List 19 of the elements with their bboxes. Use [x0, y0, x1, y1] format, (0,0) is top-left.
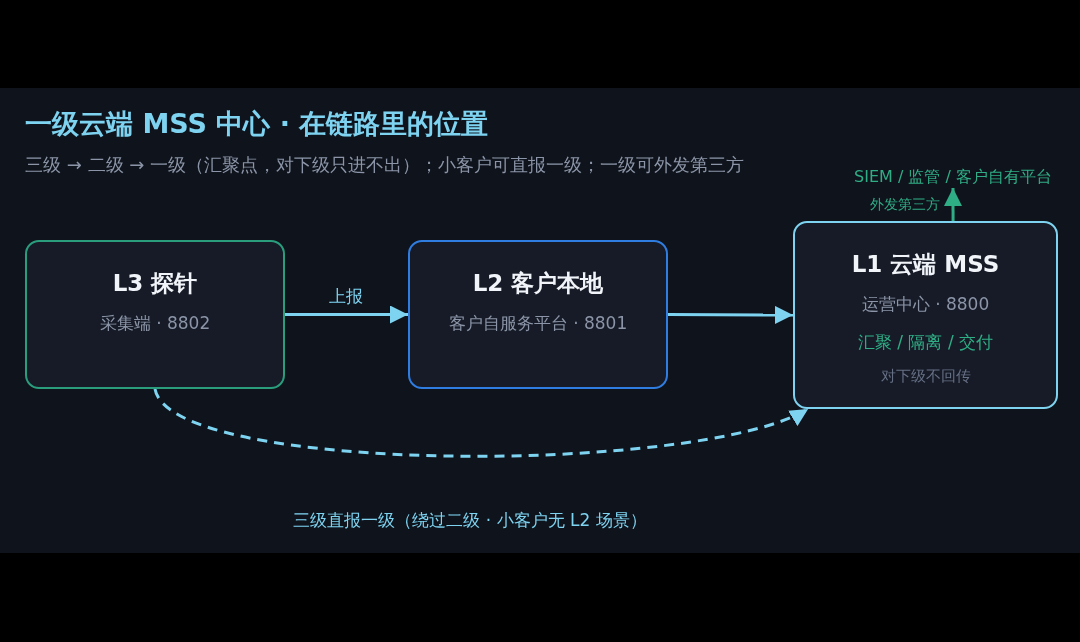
- box-subtitle: 运营中心 · 8800: [860, 293, 991, 316]
- title: 一级云端 MSS 中心 · 在链路里的位置: [25, 107, 489, 141]
- dashed-arrow: [153, 388, 809, 458]
- box-subtitle: 客户自服务平台 · 8801: [447, 312, 629, 335]
- arrow: [285, 305, 408, 324]
- box-note: 对下级不回传: [879, 367, 972, 386]
- arrow: [668, 305, 793, 324]
- edge-label: 外发第三方: [867, 196, 943, 214]
- target-label: SIEM / 监管 / 客户自有平台: [848, 166, 1058, 188]
- box-heading: L2 客户本地: [471, 269, 605, 298]
- box-heading: L3 探针: [111, 269, 199, 298]
- box-note: 汇聚 / 隔离 / 交付: [856, 331, 995, 354]
- subtitle: 三级 → 二级 → 一级（汇聚点，对下级只进不出）；小客户可直报一级；一级可外发第三方: [25, 153, 745, 177]
- arrow: [944, 188, 963, 221]
- process-box: [408, 240, 668, 389]
- process-box: [793, 221, 1058, 409]
- process-box: [25, 240, 285, 389]
- box-heading: L1 云端 MSS: [850, 250, 1001, 279]
- box-subtitle: 采集端 · 8802: [98, 312, 212, 335]
